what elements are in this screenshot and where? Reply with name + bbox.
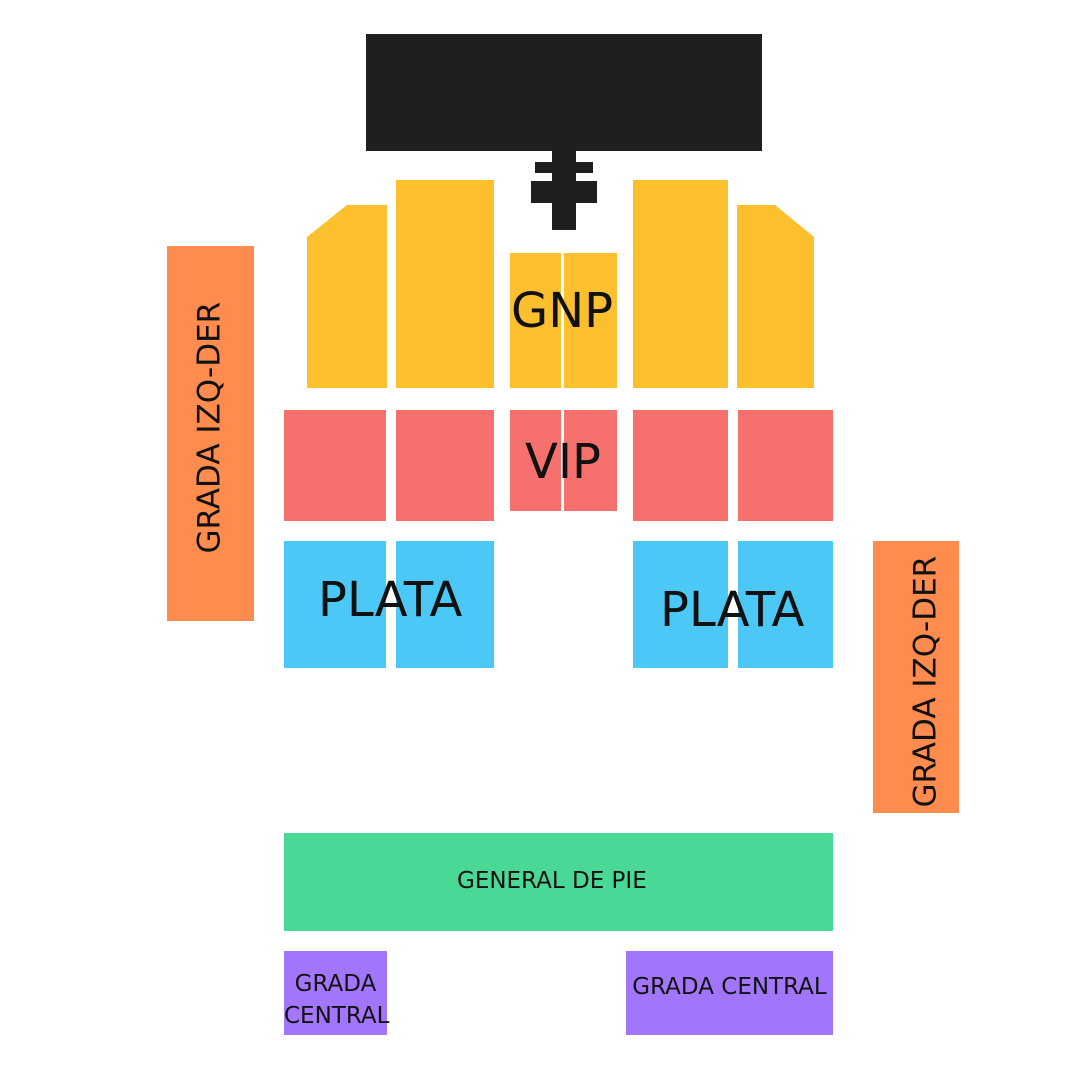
vip-block-center-left[interactable] xyxy=(510,410,561,511)
plata-right-label: PLATA xyxy=(660,582,805,638)
plata-block-right-outer[interactable] xyxy=(738,541,833,668)
vip-block-left-inner[interactable] xyxy=(396,410,494,521)
vip-block-right-outer[interactable] xyxy=(738,410,833,521)
vip-label: VIP xyxy=(525,434,601,490)
gnp-block-left-outer[interactable] xyxy=(307,205,387,388)
grada-izq-der-left[interactable] xyxy=(167,246,254,621)
gnp-block-left-inner[interactable] xyxy=(396,180,494,388)
stage-catwalk-bar-bottom xyxy=(531,181,597,203)
gnp-block-right-outer[interactable] xyxy=(737,205,814,388)
vip-block-right-inner[interactable] xyxy=(633,410,728,521)
gnp-block-right-inner[interactable] xyxy=(633,180,728,388)
stage xyxy=(366,34,762,151)
general-de-pie-label: GENERAL DE PIE xyxy=(457,868,647,894)
general-de-pie-area[interactable] xyxy=(284,833,833,931)
grada-central-left-label-line1: GRADA xyxy=(294,971,377,997)
plata-block-right-inner[interactable] xyxy=(633,541,728,668)
stage-catwalk-bar-top xyxy=(535,162,593,173)
grada-central-right[interactable] xyxy=(626,951,833,1035)
gnp-block-center-right[interactable] xyxy=(564,253,617,388)
grada-central-right-label: GRADA CENTRAL xyxy=(632,974,827,1000)
grada-izq-der-left-label: GRADA IZQ-DER xyxy=(191,301,228,554)
vip-block-center-right[interactable] xyxy=(564,410,617,511)
grada-central-left-label-line2: CENTRAL xyxy=(284,1003,390,1029)
vip-block-left-outer[interactable] xyxy=(284,410,386,521)
grada-izq-der-right-label: GRADA IZQ-DER xyxy=(907,555,944,808)
plata-block-left-outer[interactable] xyxy=(284,541,386,668)
gnp-label: GNP xyxy=(511,283,614,339)
grada-central-left[interactable] xyxy=(284,951,387,1035)
plata-left-label: PLATA xyxy=(318,572,463,628)
plata-block-left-inner[interactable] xyxy=(396,541,494,668)
gnp-block-center-left[interactable] xyxy=(510,253,561,388)
grada-izq-der-right[interactable] xyxy=(873,541,959,813)
